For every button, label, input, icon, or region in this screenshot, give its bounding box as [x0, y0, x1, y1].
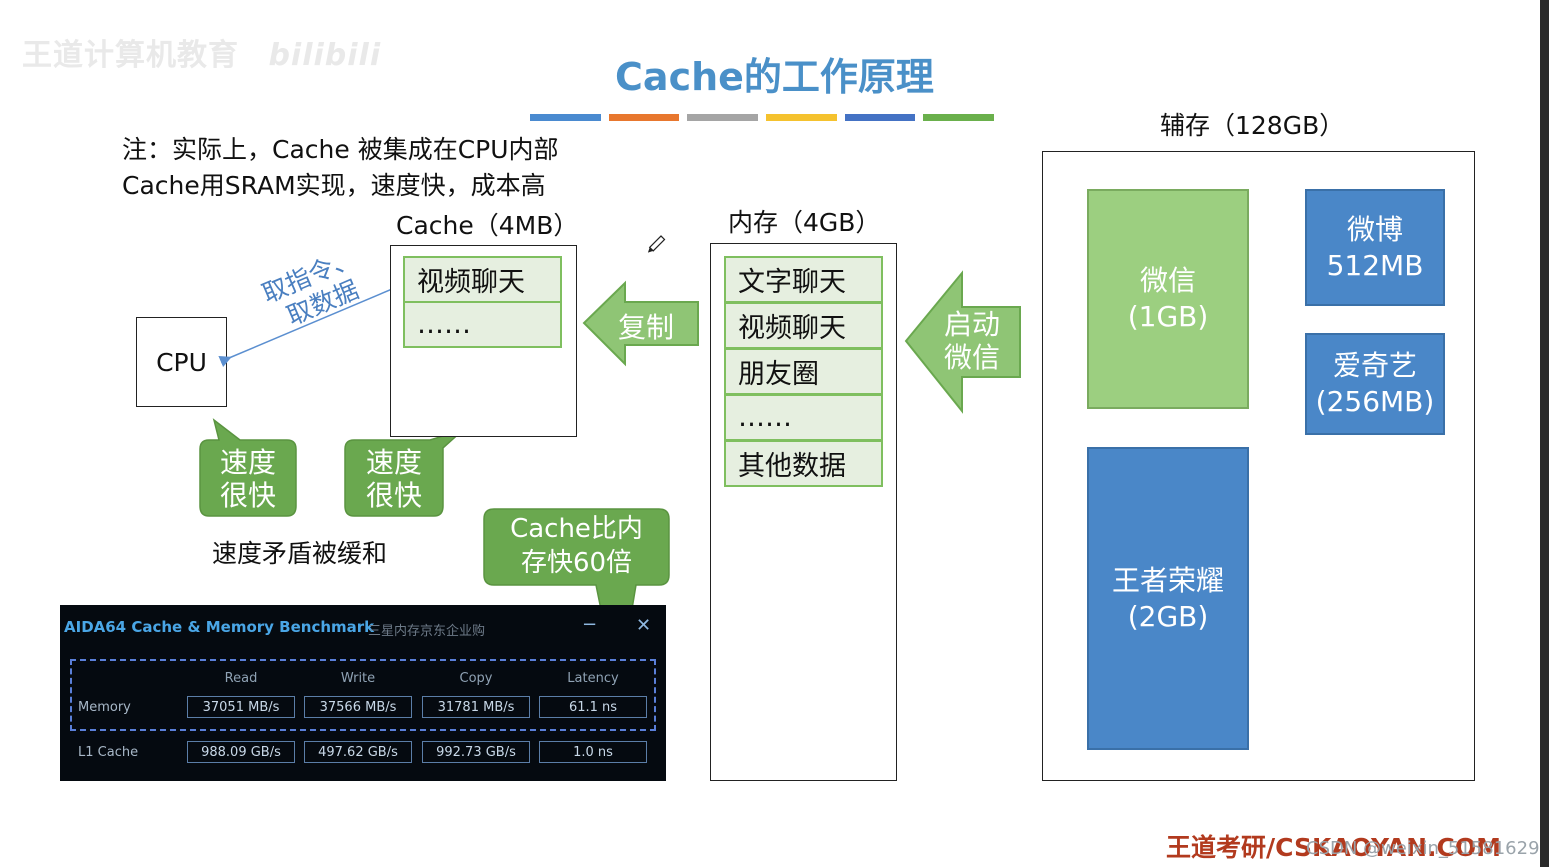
color-bar: [687, 114, 759, 121]
copy-arrow: [582, 280, 699, 367]
block-name: 王者荣耀: [1111, 563, 1224, 597]
callout-line: 速度: [365, 446, 422, 479]
callout-line: 存快60倍: [520, 548, 633, 578]
block-name: 微信: [1139, 264, 1196, 297]
note-line-2: Cache用SRAM实现，速度快，成本高: [122, 171, 546, 200]
benchmark-value: 61.1 ns: [539, 696, 647, 718]
column-header-read: Read: [224, 671, 258, 686]
minimize-button[interactable]: −: [582, 614, 598, 635]
storage-block-iqiyi: 爱奇艺 (256MB): [1305, 333, 1445, 435]
callout-line: 速度: [219, 446, 276, 479]
fetch-arrow-line: [218, 281, 407, 368]
benchmark-subtitle: 三星内存京东企业购: [368, 624, 486, 639]
color-bar: [608, 114, 680, 121]
color-bar: [923, 114, 995, 121]
channel-name: 王道计算机教育: [22, 38, 239, 73]
memory-cell: 文字聊天: [724, 256, 883, 303]
callout-cache-speed-text: 速度 很快: [345, 446, 443, 512]
row-label-l1-cache: L1 Cache: [78, 745, 139, 760]
benchmark-panel: [60, 605, 666, 781]
block-size: 512MB: [1326, 248, 1424, 282]
csdn-watermark: CSDN @weixin_51581629: [1306, 838, 1540, 859]
callout-cpu-speed: [199, 418, 297, 517]
pencil-cursor-icon: [647, 235, 666, 253]
cpu-box: CPU: [136, 317, 227, 407]
launch-label-line2: 微信: [944, 341, 1001, 374]
block-size: (256MB): [1315, 385, 1435, 418]
note-line-1: 注：实际上，Cache 被集成在CPU内部: [122, 135, 559, 164]
conflict-eased-text: 速度矛盾被缓和: [212, 539, 388, 568]
callout-cache-vs-memory-text: Cache比内 存快60倍: [484, 512, 669, 580]
launch-arrow: [904, 270, 1021, 414]
benchmark-value: 1.0 ns: [539, 741, 647, 763]
memory-cell: 朋友圈: [724, 348, 883, 395]
cache-cell: ……: [403, 301, 562, 348]
row-label-memory: Memory: [78, 700, 131, 715]
copy-arrow-label: 复制: [618, 311, 675, 344]
window-edge: [1540, 0, 1549, 867]
launch-label-line1: 启动: [944, 308, 1001, 341]
benchmark-dashed-frame: [70, 659, 656, 731]
memory-cell: ……: [724, 394, 883, 441]
title-color-bars: [530, 114, 995, 121]
footer-brand: 王道考研/CSKAOYAN.COM: [1166, 833, 1501, 862]
storage-block-honor-of-kings: 王者荣耀 (2GB): [1087, 447, 1249, 750]
storage-block-wechat: 微信 (1GB): [1087, 189, 1249, 409]
callout-cpu-speed-text: 速度 很快: [200, 446, 296, 512]
cache-label: Cache（4MB）: [396, 211, 579, 240]
block-size: (1GB): [1127, 300, 1209, 333]
column-header-copy: Copy: [459, 671, 493, 686]
color-bar: [530, 114, 601, 121]
platform-logo: bilibili: [268, 38, 382, 73]
storage-label: 辅存（128GB）: [1160, 111, 1345, 140]
close-icon[interactable]: ✕: [636, 615, 652, 636]
slide-title: Cache的工作原理: [615, 55, 934, 99]
callout-line: Cache比内: [510, 514, 643, 544]
benchmark-title: AIDA64 Cache & Memory Benchmark: [64, 618, 375, 636]
benchmark-value: 497.62 GB/s: [304, 741, 412, 763]
block-name: 微博: [1346, 212, 1403, 246]
cache-cell: 视频聊天: [403, 256, 562, 303]
color-bar: [844, 114, 916, 121]
benchmark-value: 37566 MB/s: [304, 696, 412, 718]
memory-cell: 视频聊天: [724, 302, 883, 349]
benchmark-value: 31781 MB/s: [422, 696, 530, 718]
storage-block-weibo: 微博 512MB: [1305, 189, 1445, 306]
callout-line: 很快: [365, 479, 422, 512]
block-name: 爱奇艺: [1332, 349, 1417, 382]
callout-line: 很快: [219, 479, 276, 512]
memory-label: 内存（4GB）: [728, 208, 881, 237]
color-bar: [766, 114, 837, 121]
column-header-latency: Latency: [567, 671, 619, 686]
channel-watermark: 王道计算机教育 bilibili: [22, 30, 381, 74]
memory-cell: 其他数据: [724, 440, 883, 487]
benchmark-value: 992.73 GB/s: [422, 741, 530, 763]
benchmark-value: 988.09 GB/s: [187, 741, 295, 763]
benchmark-value: 37051 MB/s: [187, 696, 295, 718]
block-size: (2GB): [1127, 599, 1209, 633]
column-header-write: Write: [340, 671, 376, 686]
callout-cache-speed: [344, 429, 464, 517]
launch-arrow-label: 启动 微信: [944, 308, 1000, 374]
